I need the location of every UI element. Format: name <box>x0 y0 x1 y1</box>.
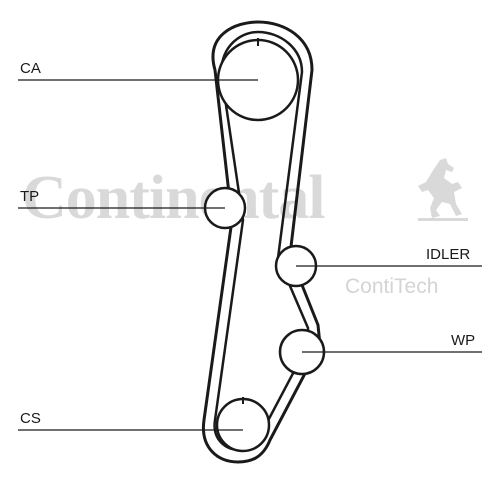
watermark-brand: Continental <box>22 164 325 232</box>
label-ca: CA <box>20 60 41 77</box>
label-cs: CS <box>20 410 41 427</box>
belt-inner <box>213 30 310 452</box>
watermark: Continental ContiTech <box>22 158 468 298</box>
timing-belt <box>201 20 322 464</box>
pulley-ca <box>216 38 300 122</box>
belt-outer <box>201 20 322 464</box>
pulley-cs <box>215 397 271 453</box>
label-tp: TP <box>20 188 39 205</box>
label-idler: IDLER <box>426 246 470 263</box>
watermark-sub: ContiTech <box>345 275 438 298</box>
rearing-horse-icon <box>418 158 468 221</box>
leader-lines <box>18 79 482 431</box>
label-wp: WP <box>451 332 475 349</box>
